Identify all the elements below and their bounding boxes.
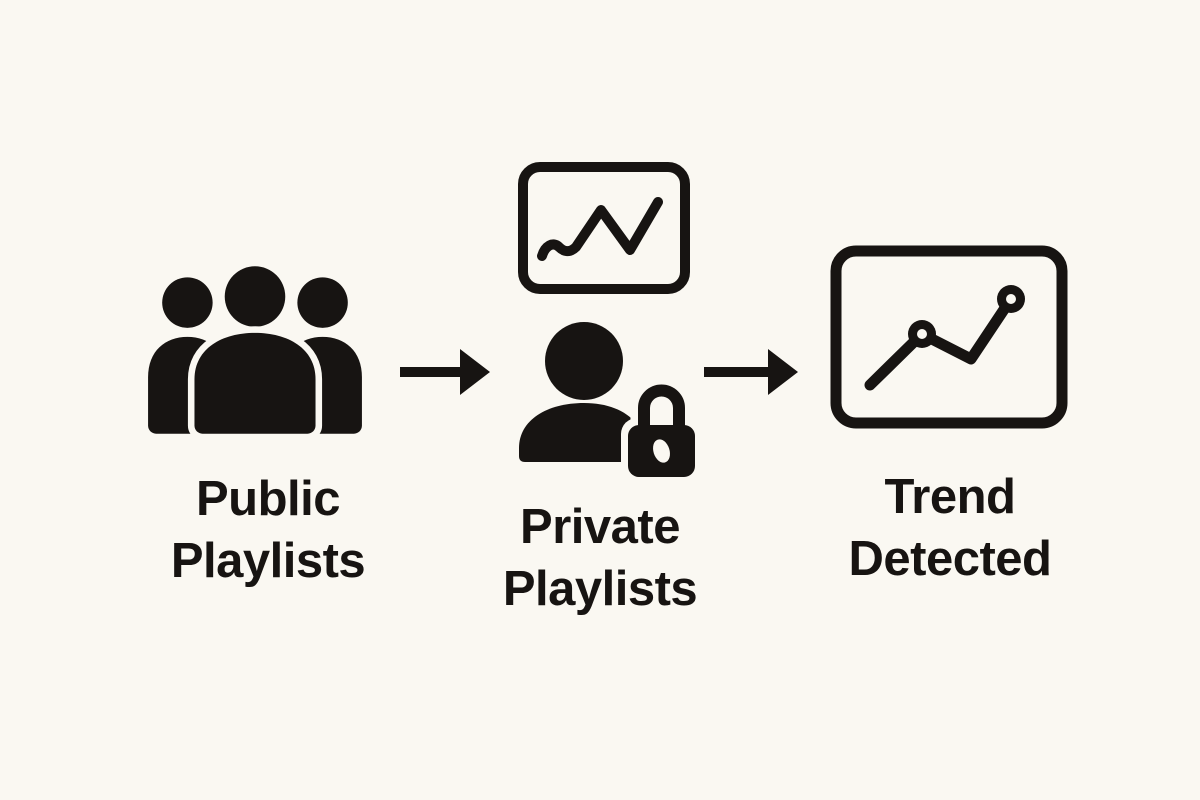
- lock-icon: [628, 384, 695, 477]
- step-label-private-playlists: Private Playlists: [430, 496, 770, 620]
- step-label-line1: Trend: [884, 470, 1016, 524]
- step-label-line1: Private: [520, 500, 680, 554]
- step-label-line2: Playlists: [502, 562, 698, 616]
- step-label-public-playlists: Public Playlists: [98, 468, 438, 592]
- arrow-right-icon: [400, 349, 490, 395]
- step-label-line2: Detected: [848, 532, 1052, 586]
- person-lock-icon: [519, 322, 702, 484]
- step-label-trend-detected: Trend Detected: [780, 466, 1120, 590]
- step-label-line1: Public: [195, 472, 341, 526]
- people-group-icon: [148, 262, 362, 434]
- line-chart-points-card-icon: [830, 245, 1068, 429]
- line-chart-card-icon: [518, 162, 690, 294]
- step-label-line2: Playlists: [170, 534, 366, 588]
- arrow-right-icon: [704, 349, 798, 395]
